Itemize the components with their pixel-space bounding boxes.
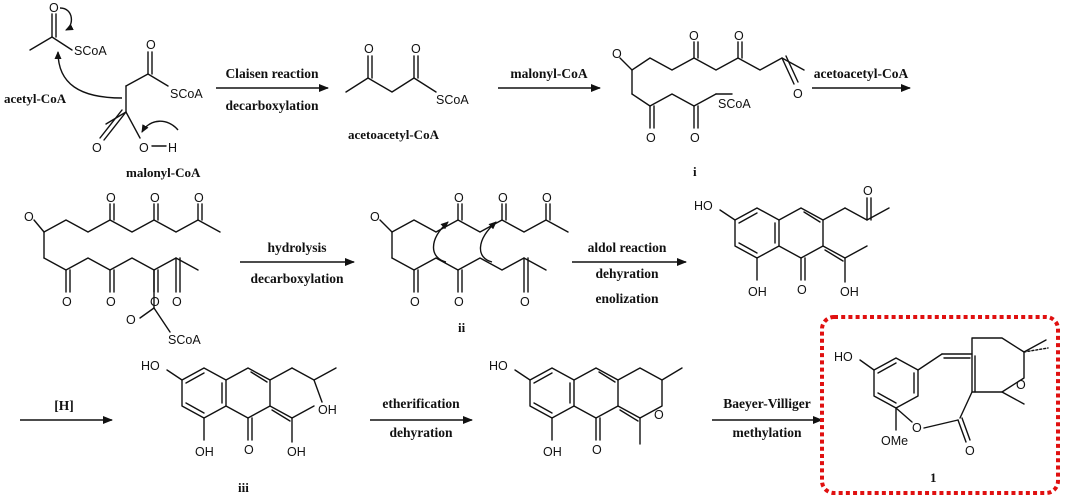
svg-text:O: O (410, 295, 420, 309)
step-5-condition-2: dehyration (595, 266, 658, 281)
svg-text:OH: OH (287, 445, 306, 459)
step-3-condition-1: acetoacetyl-CoA (814, 66, 909, 81)
svg-text:HO: HO (141, 359, 160, 373)
nucleophilic-attack-arrow (54, 51, 123, 99)
malonyl-coa-label: malonyl-CoA (126, 165, 201, 180)
svg-text:HO: HO (694, 199, 713, 213)
svg-text:O: O (612, 47, 622, 61)
svg-text:O: O (139, 141, 149, 155)
svg-text:O: O (106, 191, 116, 205)
svg-text:O: O (126, 313, 136, 327)
svg-text:O: O (194, 191, 204, 205)
malonyl-coa-structure: O SCoA O O H (92, 38, 203, 155)
step-8-condition-2: methylation (733, 425, 802, 440)
product-1-label: 1 (930, 470, 937, 485)
svg-text:H: H (168, 141, 177, 155)
step-5-condition-1: aldol reaction (588, 240, 667, 255)
svg-text:O: O (690, 131, 700, 145)
naphthalenone-intermediate-structure: O OH O HO OH (694, 184, 890, 299)
step-2-condition-1: malonyl-CoA (510, 66, 588, 81)
svg-text:O: O (689, 29, 699, 43)
step-1-condition-1: Claisen reaction (225, 66, 319, 81)
svg-text:O: O (542, 191, 552, 205)
intermediate-iii-structure: OH OH O HO OH (141, 359, 337, 459)
svg-text:O: O (863, 184, 873, 198)
svg-text:O: O (965, 444, 975, 458)
step-4-condition-1: hydrolysis (267, 240, 326, 255)
svg-text:SCoA: SCoA (168, 333, 201, 347)
intermediate-i-label: i (693, 164, 697, 179)
svg-text:O: O (364, 42, 374, 56)
step-7-condition-1: etherification (382, 396, 460, 411)
svg-text:O: O (370, 210, 380, 224)
poly-beta-keto-thioester-structure: O O O O O O O O O SCoA (24, 191, 221, 347)
svg-text:O: O (520, 295, 530, 309)
stereo-methyl-bond (1023, 347, 1049, 353)
acetyl-coa-label: acetyl-CoA (4, 91, 67, 106)
svg-text:O: O (411, 42, 421, 56)
svg-text:O: O (454, 295, 464, 309)
svg-text:HO: HO (489, 359, 508, 373)
svg-text:O: O (1016, 378, 1026, 392)
svg-text:O: O (734, 29, 744, 43)
svg-text:O: O (592, 443, 602, 457)
svg-text:O: O (24, 210, 34, 224)
carbonyl-oxygen: O (49, 1, 59, 15)
svg-text:OH: OH (195, 445, 214, 459)
intermediate-i-structure: O O O O O O SCoA (612, 29, 805, 145)
svg-text:O: O (150, 191, 160, 205)
svg-text:OMe: OMe (881, 434, 908, 448)
svg-text:OH: OH (748, 285, 767, 299)
svg-text:O: O (454, 191, 464, 205)
svg-text:O: O (172, 295, 182, 309)
svg-text:O: O (62, 295, 72, 309)
step-7-condition-2: dehyration (389, 425, 452, 440)
svg-text:O: O (912, 421, 922, 435)
svg-text:HO: HO (834, 350, 853, 364)
svg-text:O: O (654, 408, 664, 422)
acetoacetyl-coa-label: acetoacetyl-CoA (348, 127, 440, 142)
step-8-condition-1: Baeyer-Villiger (723, 396, 810, 411)
svg-text:SCoA: SCoA (436, 93, 469, 107)
svg-text:O: O (244, 443, 254, 457)
svg-text:OH: OH (318, 403, 337, 417)
intermediate-ii-label: ii (458, 320, 466, 335)
svg-text:O: O (498, 191, 508, 205)
acetoacetyl-coa-structure: O O SCoA (345, 42, 469, 107)
intermediate-ii-structure: O O O O O O O (370, 191, 569, 309)
intermediate-iii-label: iii (238, 480, 249, 495)
svg-text:SCoA: SCoA (170, 87, 203, 101)
product-1-structure: O O O HO OMe (834, 337, 1049, 458)
product-highlight-box (820, 315, 1060, 495)
step-1-condition-2: decarboxylation (226, 98, 319, 113)
step-4-condition-2: decarboxylation (251, 271, 344, 286)
step-5-condition-3: enolization (596, 291, 659, 306)
svg-text:OH: OH (543, 445, 562, 459)
svg-text:SCoA: SCoA (718, 97, 751, 111)
scoa-group: SCoA (74, 44, 107, 58)
svg-text:OH: OH (840, 285, 859, 299)
svg-text:O: O (797, 283, 807, 297)
svg-text:O: O (92, 141, 102, 155)
svg-text:O: O (106, 295, 116, 309)
svg-text:O: O (150, 295, 160, 309)
svg-text:O: O (146, 38, 156, 52)
svg-text:O: O (646, 131, 656, 145)
step-6-condition-1: [H] (54, 398, 74, 413)
acetyl-coa-structure: O SCoA (29, 1, 107, 58)
svg-text:O: O (793, 87, 803, 101)
pyranonaphthalenone-structure: O O HO OH (489, 359, 683, 459)
